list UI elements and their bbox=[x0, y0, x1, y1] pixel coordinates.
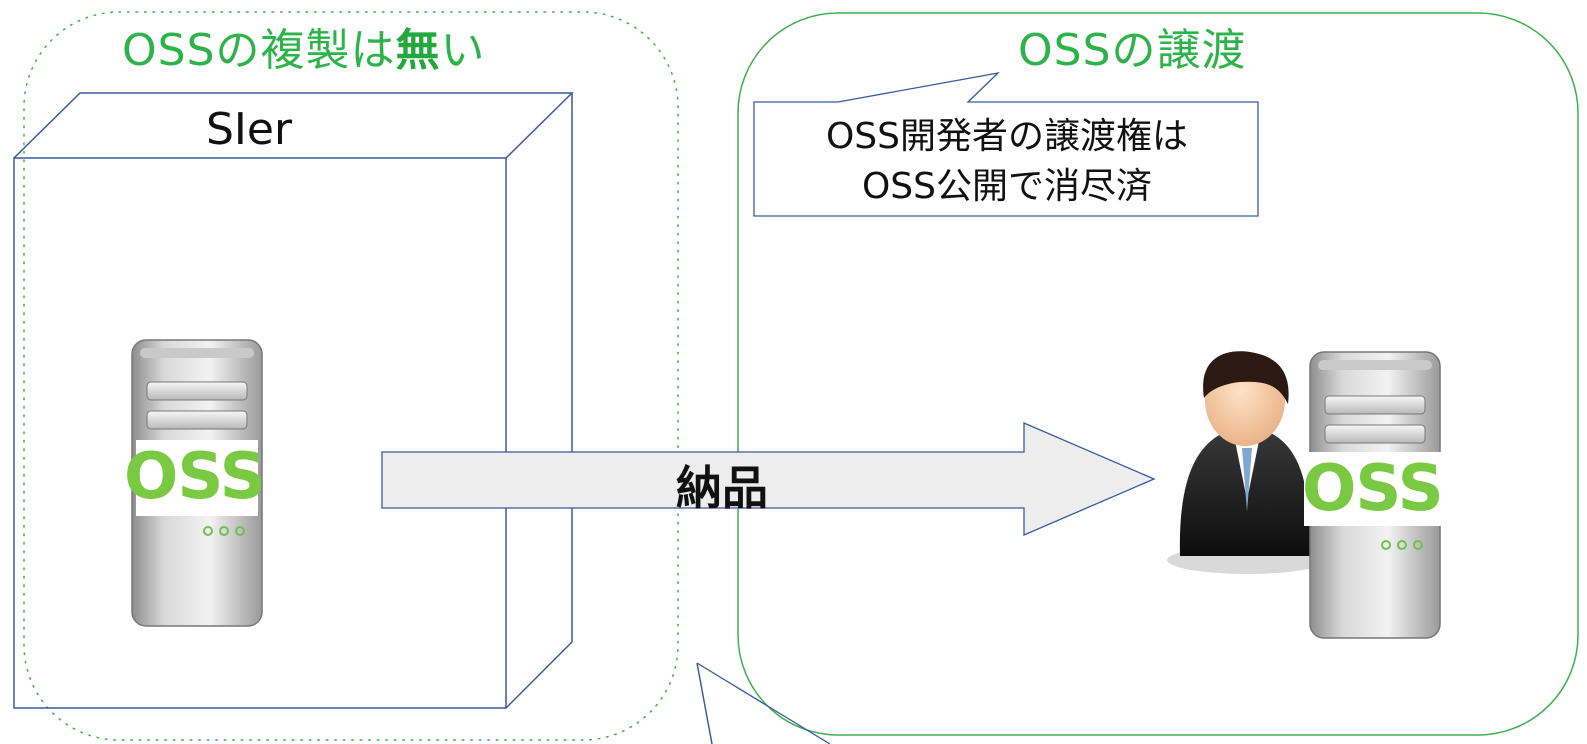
left-heading-prefix: OSSの複製は bbox=[122, 25, 396, 76]
left-server-oss-label: OSS bbox=[124, 440, 266, 514]
delivery-arrow bbox=[381, 422, 1156, 536]
callout-line-2: OSS公開で消尽済 bbox=[861, 166, 1153, 207]
callout-balloon bbox=[753, 71, 1259, 217]
server-icon bbox=[131, 339, 263, 627]
left-heading-suffix: い bbox=[440, 25, 486, 76]
sier-box bbox=[13, 92, 574, 709]
right-server-oss-label: OSS bbox=[1302, 452, 1444, 526]
callout-text: OSS開発者の譲渡権は OSS公開で消尽済 bbox=[757, 112, 1257, 212]
businessman-icon bbox=[1167, 351, 1327, 574]
callout-line-1: OSS開発者の譲渡権は bbox=[825, 116, 1189, 157]
left-heading-emphasis: 無 bbox=[395, 25, 441, 76]
right-zone-heading: OSSの譲渡 bbox=[1018, 25, 1247, 76]
sier-label: SIer bbox=[206, 104, 293, 155]
left-zone-heading: OSSの複製は無い bbox=[122, 14, 486, 78]
left-zone-boundary bbox=[23, 11, 679, 741]
server-icon bbox=[1304, 351, 1442, 639]
right-zone-boundary bbox=[737, 12, 1579, 736]
delivery-arrow-label: 納品 bbox=[676, 461, 768, 515]
